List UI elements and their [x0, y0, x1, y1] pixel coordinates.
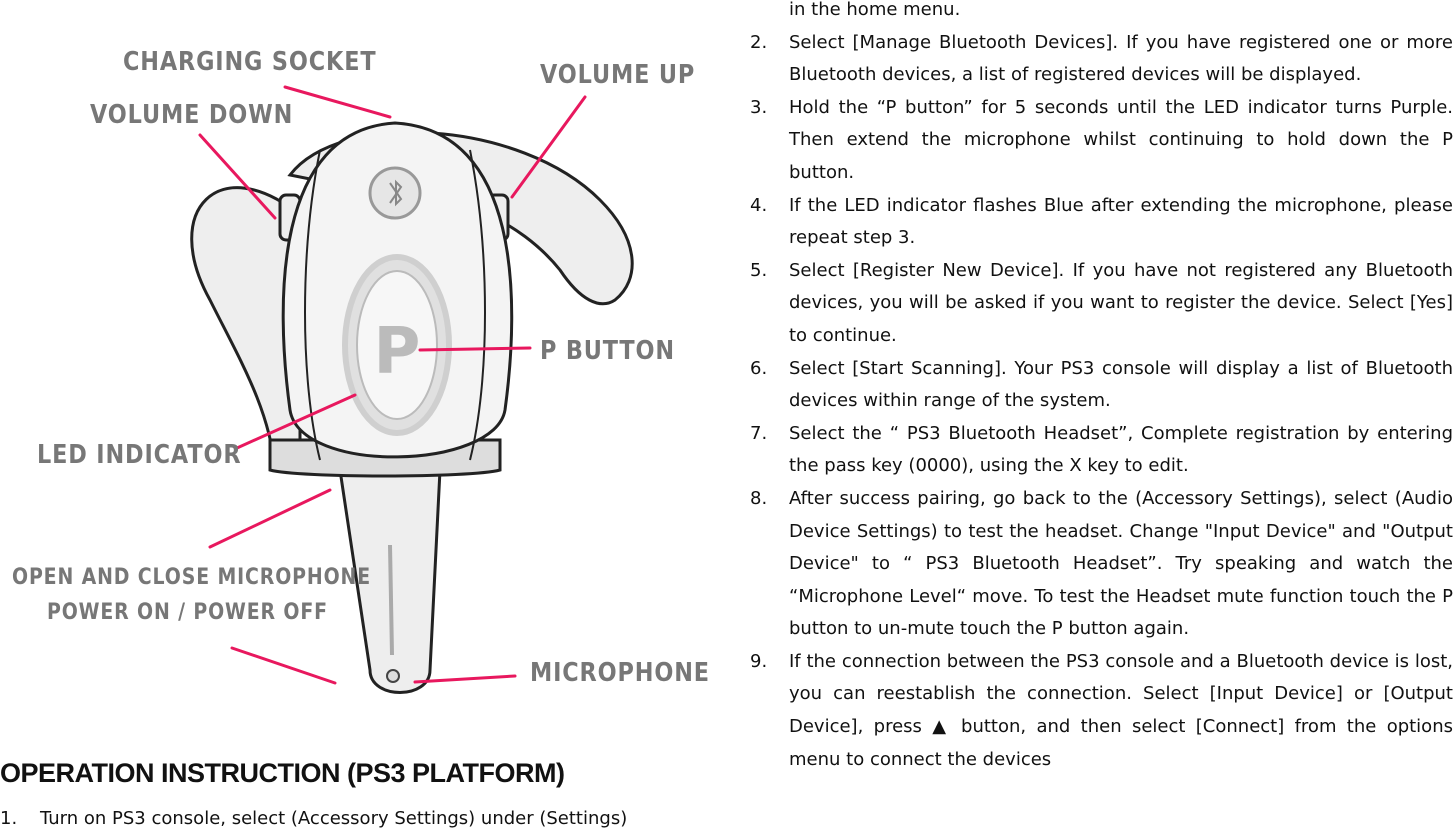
- step-text: Hold the “P button” for 5 seconds until …: [789, 96, 1453, 183]
- headset-illustration: P: [190, 85, 634, 694]
- microphone-hole: [386, 669, 400, 683]
- volume-up-label: VOLUME UP: [540, 60, 696, 90]
- callout-lines: [198, 85, 587, 685]
- section-heading: OPERATION INSTRUCTION (PS3 PLATFORM): [0, 758, 565, 788]
- microphone-label: MICROPHONE: [530, 658, 710, 688]
- power-on-off-label: POWER ON / POWER OFF: [47, 600, 328, 625]
- step-1: 1. Turn on PS3 console, select (Accessory…: [0, 808, 720, 829]
- p-button-label: P BUTTON: [540, 336, 675, 366]
- step-number: 6.: [750, 357, 768, 379]
- volume-down-label: VOLUME DOWN: [90, 100, 294, 130]
- step-number: 8.: [750, 487, 768, 509]
- p-button-letter: P: [374, 315, 421, 389]
- step-number: 1.: [0, 808, 18, 829]
- ear-hook-left: [190, 186, 302, 472]
- step-2: 2. Select [Manage Bluetooth Devices]. If …: [750, 27, 1453, 92]
- step-number: 3.: [750, 96, 768, 118]
- step-text: Select [Start Scanning]. Your PS3 consol…: [789, 357, 1453, 412]
- charging-socket-label: CHARGING SOCKET: [123, 47, 377, 77]
- step-number: 7.: [750, 422, 768, 444]
- step-number: 4.: [750, 194, 768, 216]
- step-text: Select [Register New Device]. If you hav…: [789, 259, 1453, 346]
- step-text: After success pairing, go back to the (A…: [789, 487, 1453, 640]
- step-7: 7. Select the “ PS3 Bluetooth Headset”, C…: [750, 418, 1453, 483]
- step-number: 2.: [750, 31, 768, 53]
- step-3: 3. Hold the “P button” for 5 seconds unti…: [750, 92, 1453, 190]
- step-text: Select [Manage Bluetooth Devices]. If yo…: [789, 31, 1453, 86]
- step-text: If the LED indicator flashes Blue after …: [789, 194, 1453, 249]
- step-5: 5. Select [Register New Device]. If you h…: [750, 255, 1453, 353]
- headset-diagram: P CHARGING SOCKET VOLUME UP VOLUME DOWN …: [0, 0, 720, 720]
- open-close-microphone-label: OPEN AND CLOSE MICROPHONE: [12, 565, 372, 590]
- step-text: If the connection between the PS3 consol…: [789, 650, 1453, 770]
- step-6: 6. Select [Start Scanning]. Your PS3 cons…: [750, 353, 1453, 418]
- step-text: Select the “ PS3 Bluetooth Headset”, Com…: [789, 422, 1453, 477]
- step-number: 5.: [750, 259, 768, 281]
- step-9: 9. If the connection between the PS3 cons…: [750, 646, 1453, 776]
- step-number: 9.: [750, 650, 768, 672]
- step-1-continued: in the home menu.: [789, 0, 961, 20]
- led-indicator-label: LED INDICATOR: [37, 440, 242, 470]
- instructions-column: in the home menu. 2. Select [Manage Bluet…: [750, 0, 1453, 776]
- step-8: 8. After success pairing, go back to the …: [750, 483, 1453, 646]
- step-text: Turn on PS3 console, select (Accessory S…: [40, 808, 628, 829]
- step-4: 4. If the LED indicator flashes Blue afte…: [750, 190, 1453, 255]
